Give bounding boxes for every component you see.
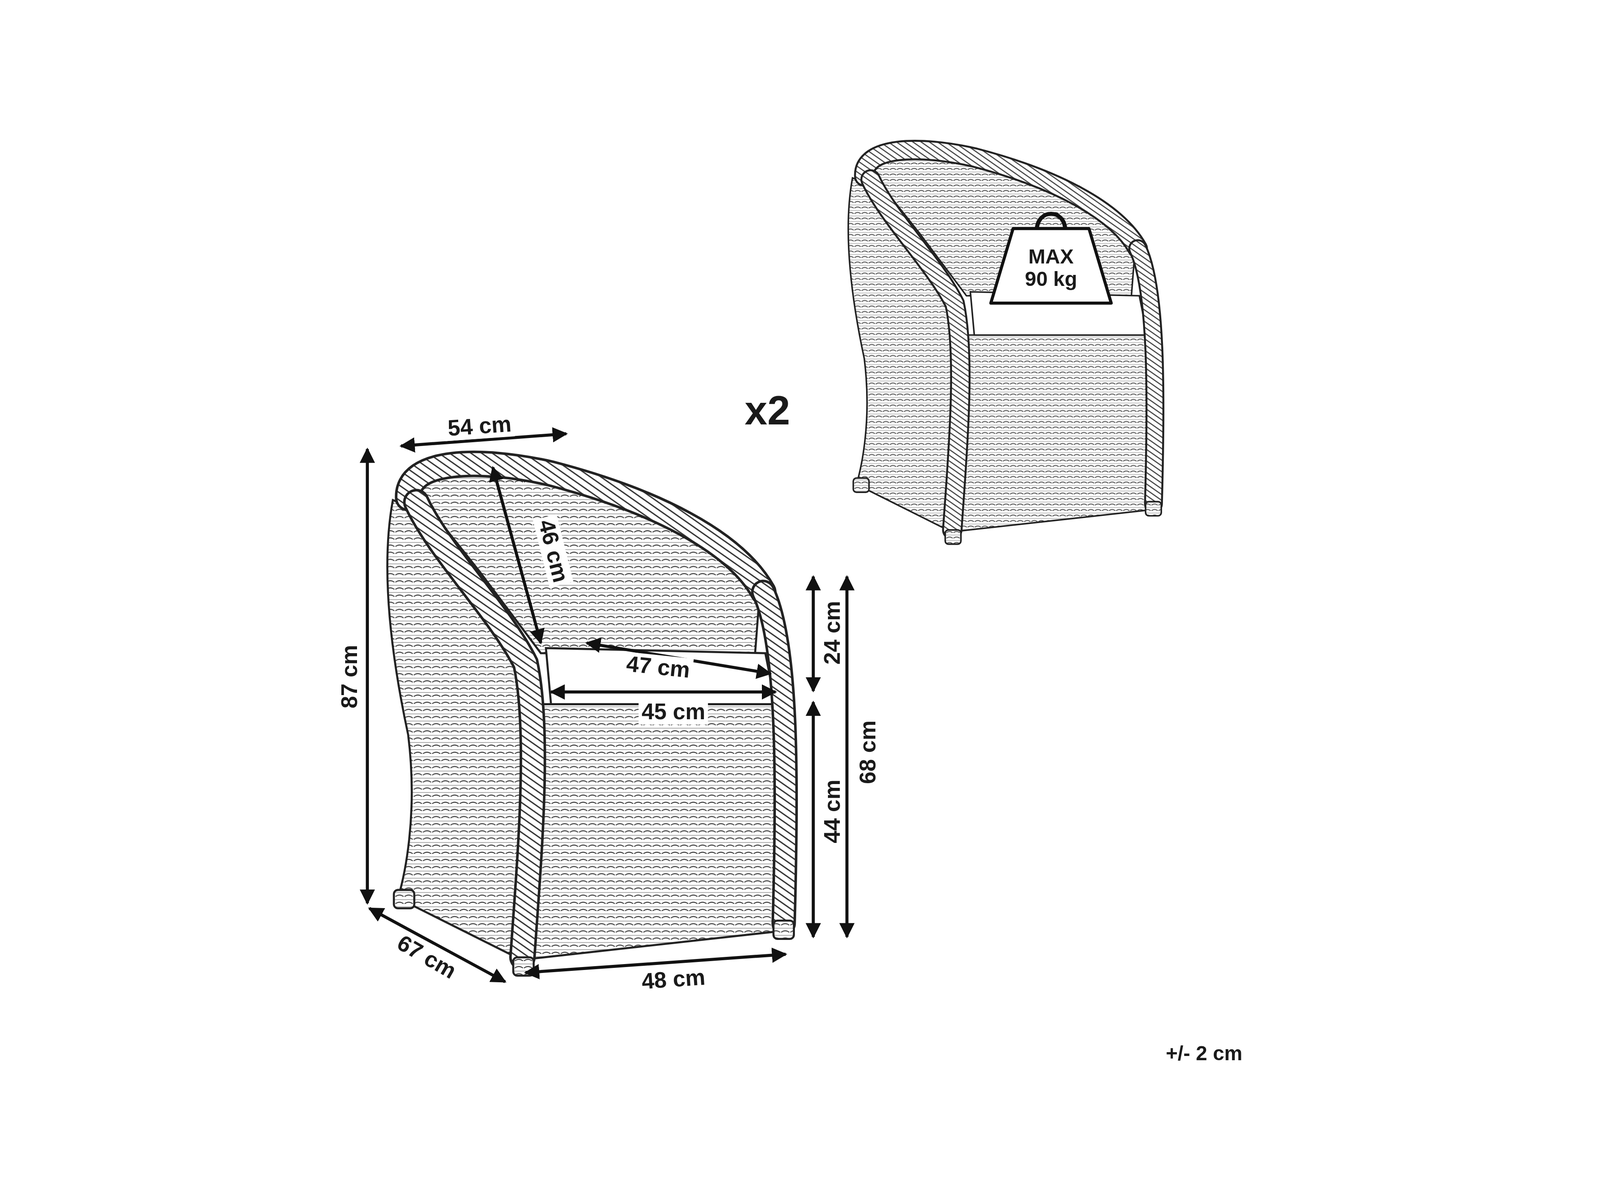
dimension-label: 68 cm — [855, 716, 881, 787]
tolerance-note: +/- 2 cm — [1162, 1041, 1246, 1065]
dimension-label: 87 cm — [337, 641, 363, 712]
dimension-label: 54 cm — [443, 411, 515, 442]
weight-limit-text: MAX 90 kg — [1019, 204, 1083, 290]
dimension-label: 45 cm — [638, 700, 709, 725]
dimension-label: 48 cm — [637, 964, 709, 995]
dimension-label: 24 cm — [820, 597, 845, 668]
weight-icon: MAX 90 kg — [987, 204, 1115, 307]
dimension-label: 44 cm — [820, 776, 845, 847]
quantity-label: x2 — [741, 387, 794, 433]
